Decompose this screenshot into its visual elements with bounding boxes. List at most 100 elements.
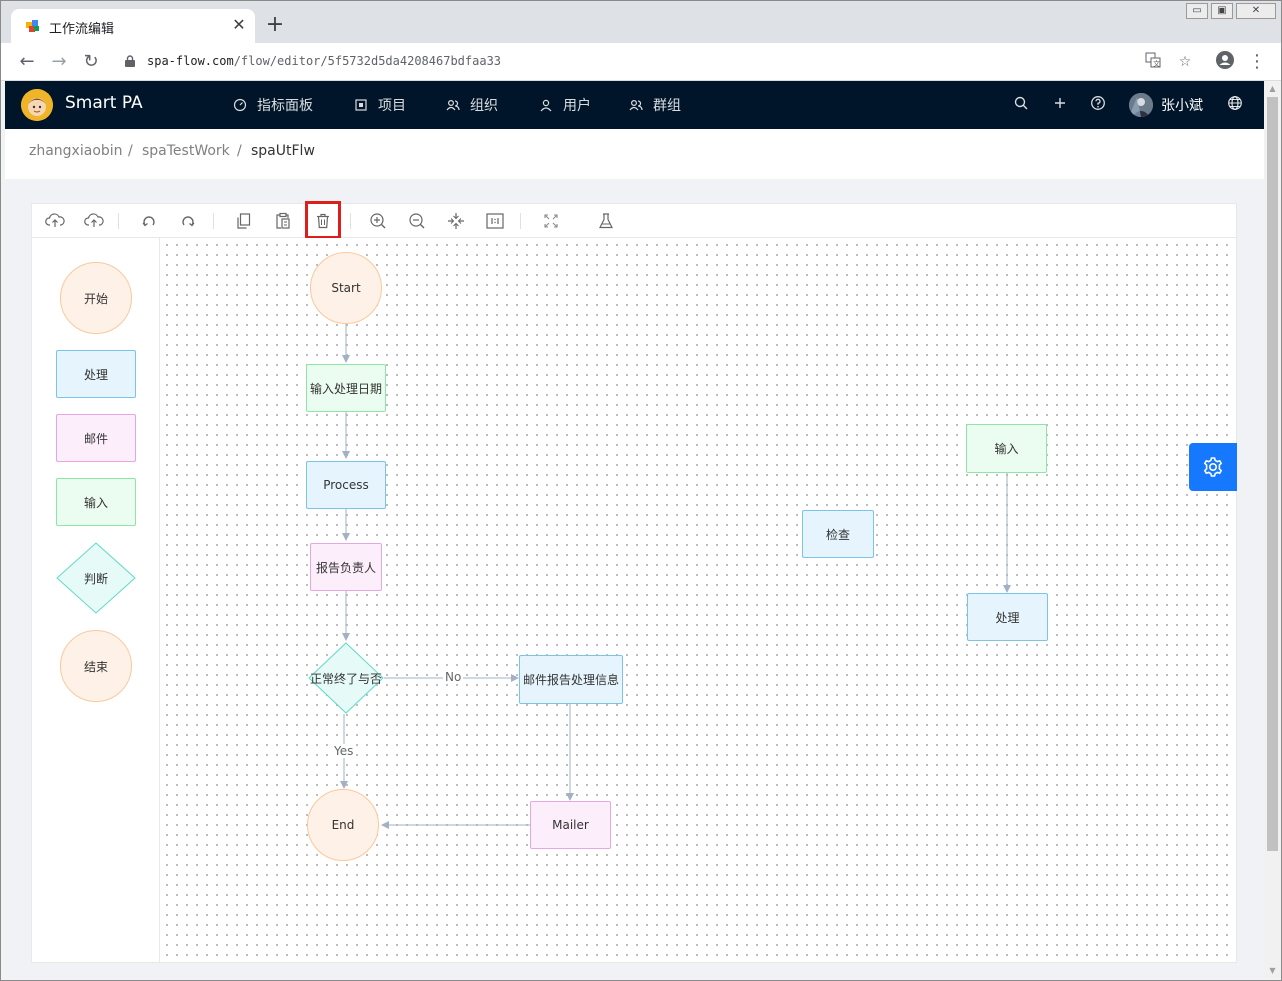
back-icon[interactable]: ← bbox=[19, 51, 35, 72]
toolbar-divider bbox=[520, 213, 521, 229]
palette-decision-node[interactable]: 判断 bbox=[56, 542, 136, 614]
toolbar-divider bbox=[118, 213, 119, 229]
flow-node-process[interactable]: Process bbox=[306, 461, 386, 509]
browser-tab[interactable]: 工作流编辑 ✕ bbox=[11, 9, 255, 43]
help-icon[interactable] bbox=[1088, 95, 1108, 115]
palette-end-label: 结束 bbox=[83, 659, 108, 674]
new-tab-button[interactable]: + bbox=[265, 12, 285, 37]
scrollbar-thumb[interactable] bbox=[1267, 97, 1278, 851]
palette-input-node[interactable]: 输入 bbox=[56, 478, 136, 526]
breadcrumb-user[interactable]: zhangxiaobin bbox=[29, 143, 123, 159]
flow-node-mailer-label: Mailer bbox=[552, 818, 589, 832]
flow-node-input-date[interactable]: 输入处理日期 bbox=[306, 364, 386, 412]
palette-start-label: 开始 bbox=[83, 291, 108, 306]
tab-close-icon[interactable]: ✕ bbox=[232, 15, 246, 34]
flow-node-start[interactable]: Start bbox=[310, 252, 382, 324]
flow-node-input-date-label: 输入处理日期 bbox=[309, 381, 382, 396]
search-icon[interactable] bbox=[1011, 95, 1031, 115]
project-icon bbox=[355, 99, 367, 111]
palette-mail-label: 邮件 bbox=[83, 431, 108, 446]
flow-canvas[interactable]: No Yes Start 输入处理日期 Process 报告负责人 正常终了与否… bbox=[160, 238, 1236, 962]
flow-node-input2-label: 输入 bbox=[994, 442, 1019, 456]
actual-size-icon[interactable] bbox=[484, 210, 506, 232]
menu-projects[interactable]: 项目 bbox=[354, 81, 406, 129]
flow-node-end-label: End bbox=[331, 818, 355, 832]
menu-users[interactable]: 用户 bbox=[539, 81, 591, 129]
palette-decision-label: 判断 bbox=[83, 571, 108, 586]
palette-input-label: 输入 bbox=[83, 495, 108, 510]
fit-view-icon[interactable] bbox=[445, 210, 467, 232]
translate-icon[interactable]: 文 bbox=[1143, 52, 1163, 72]
copy-icon[interactable] bbox=[233, 210, 255, 232]
zoom-out-icon[interactable] bbox=[406, 210, 428, 232]
scroll-down-icon[interactable]: ▼ bbox=[1269, 966, 1276, 975]
palette-process-node[interactable]: 处理 bbox=[56, 350, 136, 398]
brand-name[interactable]: Smart PA bbox=[65, 93, 143, 113]
flow-node-check[interactable]: 检查 bbox=[802, 510, 874, 558]
settings-button[interactable] bbox=[1189, 443, 1237, 491]
flow-node-start-label: Start bbox=[331, 281, 361, 295]
url-path: /flow/editor/5f5732d5da4208467bdfaa33 bbox=[233, 54, 502, 68]
upload-cloud-icon[interactable] bbox=[44, 210, 66, 232]
close-window-button[interactable]: ✕ bbox=[1236, 3, 1276, 19]
maximize-button[interactable]: ▣ bbox=[1211, 3, 1233, 19]
flow-node-end[interactable]: End bbox=[307, 789, 379, 861]
breadcrumb-current: spaUtFlw bbox=[251, 143, 315, 159]
svg-text:文: 文 bbox=[1153, 59, 1160, 68]
menu-organization[interactable]: 组织 bbox=[446, 81, 498, 129]
flow-node-check-label: 检查 bbox=[825, 527, 850, 542]
user-avatar[interactable] bbox=[1129, 93, 1153, 117]
palette-process-label: 处理 bbox=[83, 367, 108, 382]
app-header: Smart PA 指标面板 项目 组织 用户 群组 bbox=[5, 81, 1264, 129]
menu-users-label: 用户 bbox=[563, 98, 591, 114]
test-flask-icon[interactable] bbox=[595, 210, 617, 232]
redo-icon[interactable] bbox=[177, 210, 199, 232]
bookmark-star-icon[interactable]: ☆ bbox=[1178, 54, 1192, 70]
palette-mail-node[interactable]: 邮件 bbox=[56, 414, 136, 462]
paste-icon[interactable] bbox=[272, 210, 294, 232]
lock-icon bbox=[125, 55, 135, 67]
forward-icon[interactable]: → bbox=[51, 51, 67, 72]
flow-node-mailer[interactable]: Mailer bbox=[530, 801, 611, 849]
profile-icon[interactable] bbox=[1213, 50, 1237, 74]
browser-menu-icon[interactable]: ⋮ bbox=[1248, 51, 1266, 72]
breadcrumb-project[interactable]: spaTestWork bbox=[142, 143, 230, 159]
palette-start-node[interactable]: 开始 bbox=[60, 262, 132, 334]
delete-trash-icon[interactable] bbox=[312, 210, 334, 232]
menu-organization-label: 组织 bbox=[470, 98, 498, 114]
zoom-in-icon[interactable] bbox=[367, 210, 389, 232]
team-icon bbox=[446, 99, 460, 111]
flow-node-report-label: 报告负责人 bbox=[315, 560, 376, 575]
delete-button-highlight bbox=[305, 201, 341, 239]
page-scrollbar[interactable]: ▲ ▼ bbox=[1264, 81, 1281, 979]
username[interactable]: 张小斌 bbox=[1161, 98, 1203, 114]
app-favicon-icon bbox=[26, 20, 39, 32]
flow-node-mail-info[interactable]: 邮件报告处理信息 bbox=[519, 655, 623, 704]
menu-dashboard[interactable]: 指标面板 bbox=[233, 81, 313, 129]
tab-strip: 工作流编辑 ✕ + ▭ ▣ ✕ bbox=[1, 1, 1281, 43]
flow-node-decision[interactable]: 正常终了与否 bbox=[308, 642, 384, 714]
menu-groups[interactable]: 群组 bbox=[629, 81, 681, 129]
undo-icon[interactable] bbox=[138, 210, 160, 232]
breadcrumb-separator: / bbox=[237, 143, 242, 159]
menu-projects-label: 项目 bbox=[378, 98, 406, 114]
reload-icon[interactable]: ↻ bbox=[83, 51, 99, 72]
breadcrumb: zhangxiaobin / spaTestWork / spaUtFlw bbox=[5, 129, 1264, 179]
menu-groups-label: 群组 bbox=[653, 98, 681, 114]
breadcrumb-separator: / bbox=[128, 143, 133, 159]
save-cloud-icon[interactable] bbox=[83, 210, 105, 232]
language-globe-icon[interactable] bbox=[1225, 95, 1245, 115]
edge-label-no: No bbox=[443, 670, 464, 684]
address-bar[interactable]: spa-flow.com/flow/editor/5f5732d5da42084… bbox=[111, 48, 1211, 76]
flow-node-input2[interactable]: 输入 bbox=[966, 424, 1047, 473]
flow-node-report[interactable]: 报告负责人 bbox=[310, 543, 382, 591]
plus-icon[interactable] bbox=[1050, 95, 1070, 115]
flow-node-process2[interactable]: 处理 bbox=[967, 593, 1048, 641]
palette-end-node[interactable]: 结束 bbox=[60, 630, 132, 702]
scroll-up-icon[interactable]: ▲ bbox=[1269, 84, 1276, 93]
url-text: spa-flow.com/flow/editor/5f5732d5da42084… bbox=[147, 54, 501, 68]
flow-node-decision-label: 正常终了与否 bbox=[309, 671, 382, 686]
minimize-button[interactable]: ▭ bbox=[1186, 3, 1208, 19]
brand-logo-icon[interactable] bbox=[21, 89, 53, 121]
fullscreen-icon[interactable] bbox=[540, 210, 562, 232]
